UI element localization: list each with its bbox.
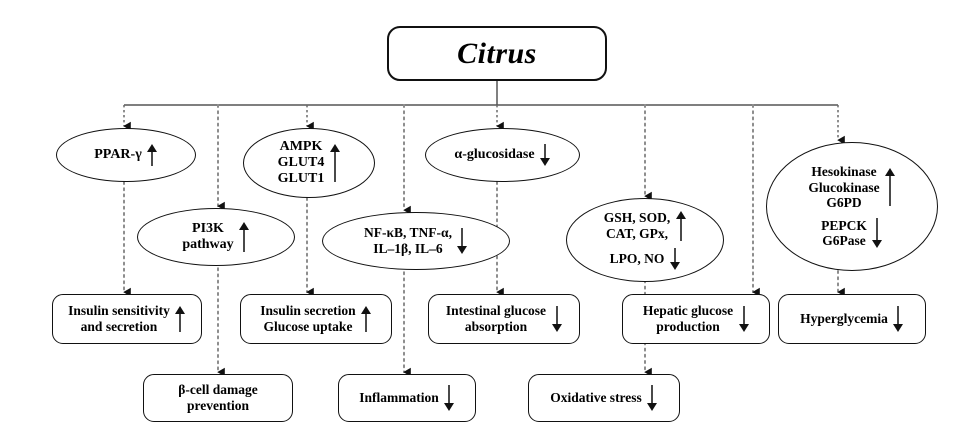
arrow-up-icon (675, 210, 686, 241)
arrow-down-icon (457, 228, 468, 254)
arrow-up-icon (175, 306, 186, 332)
arrow-down-icon (872, 218, 883, 249)
outcome-hyperglycemia-label: Hyperglycemia (800, 311, 888, 327)
arrow-down-icon (669, 248, 680, 271)
arrow-down-icon (738, 306, 749, 332)
arrow-up-icon (147, 144, 158, 166)
arrow-down-icon (444, 385, 455, 411)
arrow-up-icon (885, 168, 896, 207)
node-antioxidants: GSH, SOD,CAT, GPx, LPO, NO (566, 198, 724, 282)
outcome-inflammation-label: Inflammation (359, 390, 439, 406)
arrow-up-icon (239, 222, 250, 252)
title-label: Citrus (457, 36, 537, 70)
node-inflammatory-markers: NF-κB, TNF-α,IL–1β, IL–6 (322, 212, 510, 270)
node-alpha-glucosidase: α-glucosidase (425, 128, 580, 182)
arrow-down-icon (647, 385, 658, 411)
arrow-down-icon (540, 144, 551, 166)
arrow-down-icon (551, 306, 562, 332)
node-antioxidants-up-label: GSH, SOD,CAT, GPx, (603, 209, 671, 241)
node-antioxidants-down-label: LPO, NO (609, 251, 665, 267)
outcome-oxidative-stress-label: Oxidative stress (550, 390, 642, 406)
arrow-up-icon (329, 143, 340, 182)
outcome-hyperglycemia: Hyperglycemia (778, 294, 926, 344)
node-ppar-gamma-label: PPAR-γ (94, 146, 142, 162)
node-alpha-glucosidase-label: α-glucosidase (454, 146, 535, 162)
outcome-inflammation: Inflammation (338, 374, 476, 422)
node-ppar-gamma: PPAR-γ (56, 128, 196, 182)
node-inflammatory-markers-label: NF-κB, TNF-α,IL–1β, IL–6 (364, 225, 452, 256)
outcome-oxidative-stress: Oxidative stress (528, 374, 680, 422)
arrow-up-icon (361, 306, 372, 332)
arrow-down-icon (893, 306, 904, 332)
title-node: Citrus (387, 26, 607, 81)
